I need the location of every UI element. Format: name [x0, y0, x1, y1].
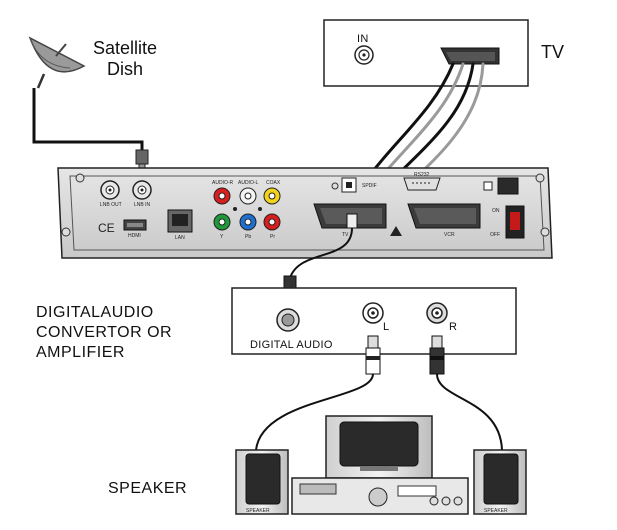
rs232-port — [403, 177, 441, 191]
spdif-label: SPDIF — [362, 183, 377, 189]
amplifier-unit — [291, 477, 469, 515]
power-socket — [497, 177, 519, 195]
lnb-in-connector — [132, 180, 152, 200]
satellite-dish-icon — [28, 36, 86, 89]
spdif-port — [341, 177, 357, 193]
digital-audio-input — [276, 308, 300, 332]
digital-audio-cable — [289, 227, 353, 279]
rca-plug-left — [365, 335, 381, 375]
speaker-cable-left — [255, 373, 374, 451]
power-switch — [505, 205, 525, 239]
speaker-cable-right — [436, 373, 503, 451]
audio-r-label: AUDIO-R — [212, 180, 234, 186]
dish-cable — [32, 88, 144, 170]
converter-label: DIGITALAUDIO CONVERTOR OR AMPLIFIER — [36, 304, 173, 361]
lan-port — [167, 209, 193, 233]
left-speaker: SPEAKER — [235, 449, 289, 515]
rca-jacks — [213, 187, 281, 231]
tv-scart-connector — [440, 47, 500, 65]
left-channel-label: L — [383, 321, 390, 333]
tv-label: TV — [541, 42, 565, 62]
hdmi-port — [123, 219, 147, 231]
scart-tv-label: TV — [342, 232, 349, 238]
lnb-out-connector — [100, 180, 120, 200]
audio-r-output — [426, 302, 448, 324]
scart-vcr-label: VCR — [444, 232, 455, 238]
center-subwoofer — [325, 415, 433, 479]
svg-text:SPEAKER: SPEAKER — [246, 508, 270, 514]
tv-in-connector — [354, 45, 374, 65]
on-label: ON — [492, 208, 500, 214]
speaker-label: SPEAKER — [108, 480, 188, 497]
audio-l-label: AUDIO-L — [238, 180, 259, 186]
coax-label: COAX — [266, 180, 281, 186]
svg-text:SPEAKER: SPEAKER — [484, 508, 508, 514]
y-label: Y — [220, 234, 224, 240]
right-speaker: SPEAKER — [473, 449, 527, 515]
lan-label: LAN — [175, 235, 185, 241]
lnb-in-label: LNB IN — [134, 202, 151, 208]
pb-label: Pb — [245, 234, 252, 240]
rs232-label: RS232 — [414, 172, 430, 178]
ce-mark: CE — [98, 221, 115, 235]
hdmi-label: HDMI — [128, 233, 141, 239]
digital-audio-label: DIGITAL AUDIO — [250, 339, 333, 351]
off-label: OFF — [490, 232, 500, 238]
pr-label: Pr — [270, 234, 275, 240]
tv-in-label: IN — [357, 33, 369, 45]
right-channel-label: R — [449, 321, 458, 333]
rca-plug-right — [429, 335, 445, 375]
audio-l-output — [362, 302, 384, 324]
lnb-out-label: LNB OUT — [100, 202, 122, 208]
warning-icon — [390, 226, 402, 236]
satellite-dish-label: Satellite Dish — [92, 38, 158, 79]
scart-vcr-port — [407, 203, 481, 229]
